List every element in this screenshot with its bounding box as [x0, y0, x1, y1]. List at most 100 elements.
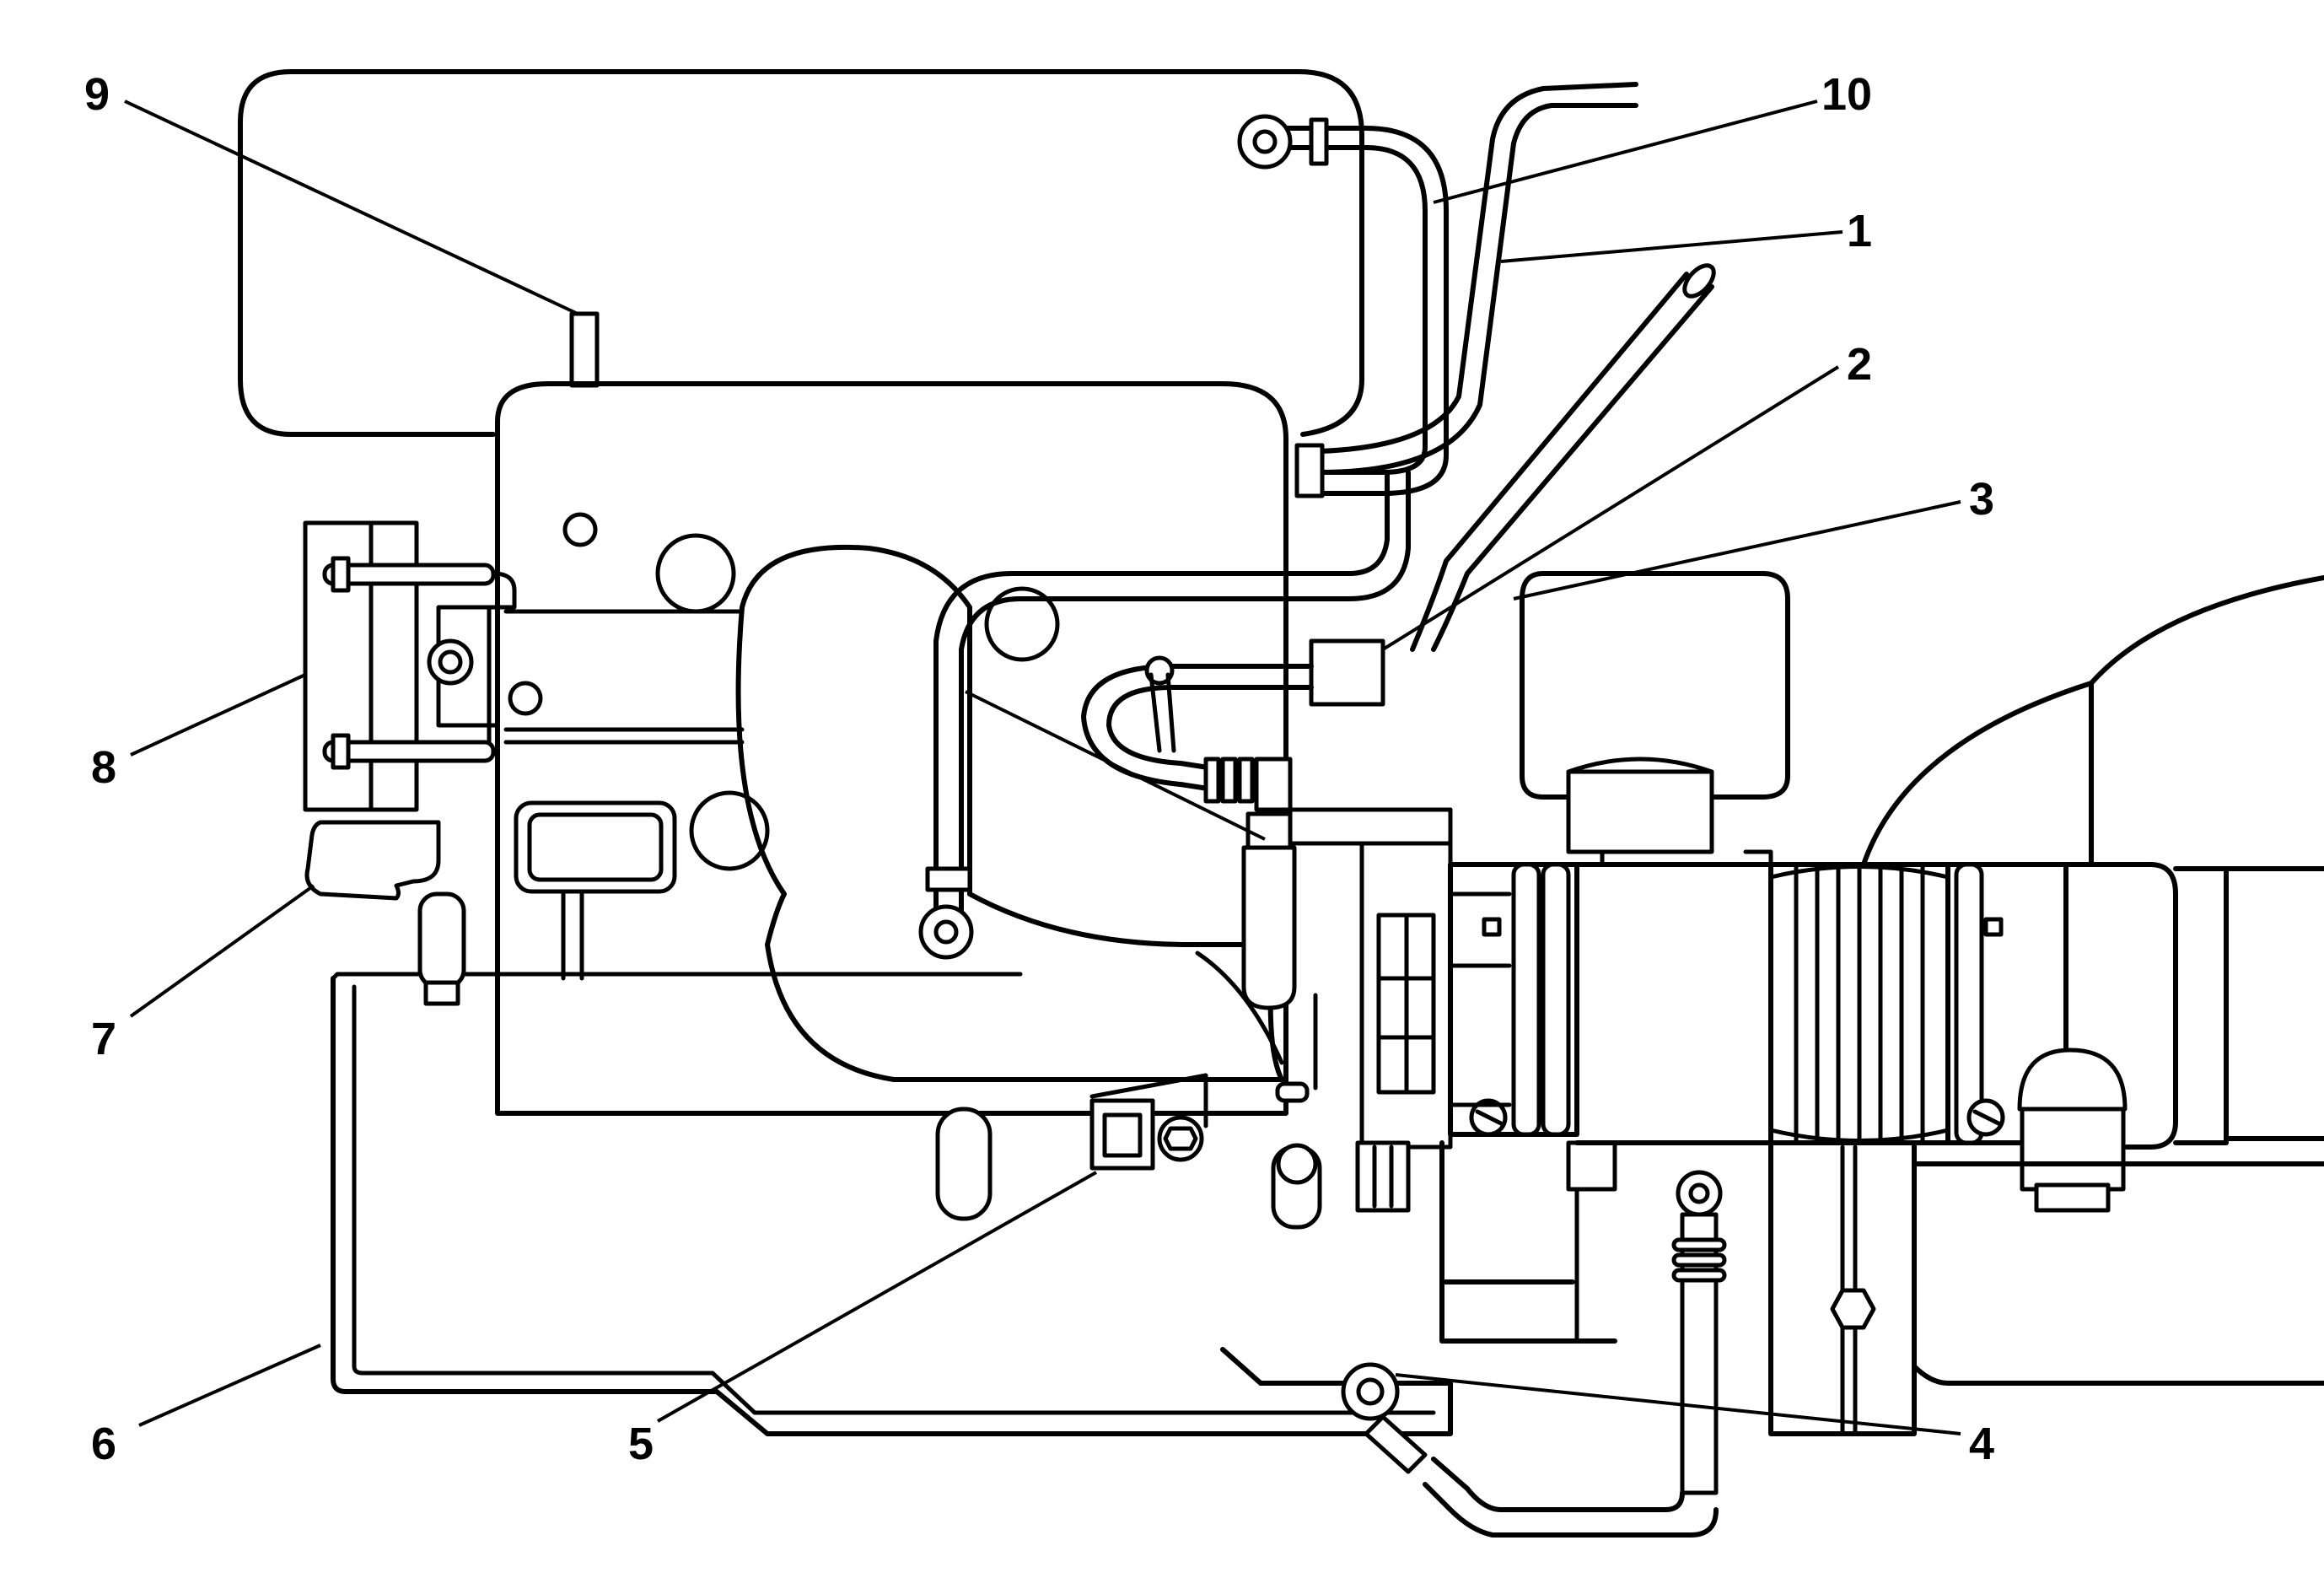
coupler-clamp	[1541, 862, 1571, 1137]
tps-connector	[1355, 1140, 1411, 1213]
hose-4-upper	[1680, 1212, 1719, 1495]
reservoir-outline	[238, 69, 1364, 437]
maf-sensor	[2017, 1048, 2128, 1112]
fitting-4-upper-center	[1688, 1182, 1710, 1204]
air-cleaner	[2224, 866, 2324, 1141]
hose-1-inner	[1317, 103, 1638, 475]
pcv-hose	[933, 470, 1390, 939]
bellows-clamp	[1945, 862, 2068, 1145]
throttle-body-cap	[1288, 807, 1453, 846]
hose-collar	[1309, 117, 1329, 166]
vent-tube	[569, 311, 600, 388]
duct-outlet	[2063, 862, 2178, 1150]
hose-4-lower-inner	[1423, 1482, 1719, 1538]
bracket-stud	[331, 556, 351, 593]
resonator-neck	[1566, 769, 1714, 854]
coupler-tab	[1482, 917, 1502, 937]
manifold-edge	[331, 972, 1023, 981]
bracket-stud	[331, 733, 351, 770]
hose-fitting	[1237, 114, 1293, 170]
hose-fitting-bolt	[1252, 129, 1278, 154]
air-cleaner-housing	[1861, 681, 2094, 867]
plenum-hole	[655, 533, 736, 614]
pcv-hose-inner	[959, 470, 1411, 939]
fitting-4-lower	[1341, 1362, 1400, 1421]
hose-elbow	[1254, 757, 1293, 812]
plenum-hole	[562, 512, 598, 547]
sensor-5-inner	[1102, 1112, 1143, 1158]
clamp-tab	[1983, 917, 2004, 937]
callout-6: 6	[91, 1419, 116, 1469]
plenum-hole	[689, 790, 770, 871]
bolt-shaft	[1165, 672, 1176, 753]
callout-7: 7	[91, 1014, 116, 1064]
resonator-box	[1520, 571, 1790, 800]
hose-2	[1431, 284, 1714, 652]
frame-hex-bolt	[1830, 1288, 1876, 1330]
iac-nipple	[1245, 811, 1293, 850]
drain-plug	[935, 1107, 993, 1221]
air-cleaner-housing-outer	[2089, 575, 2324, 686]
bolt-shaft	[1149, 672, 1162, 753]
air-duct-joint	[1574, 849, 1773, 867]
plenum-port-inner	[527, 812, 664, 882]
coupler-clamp	[1511, 862, 1541, 1137]
resonator-neck-curve	[1566, 757, 1714, 774]
clamp-screw-slot	[1972, 1109, 2001, 1126]
right-frame	[1912, 1161, 2324, 1386]
hose-2-end	[1682, 263, 1716, 299]
intake-plenum-body	[495, 381, 1288, 1116]
lower-bracket	[1439, 1140, 1617, 1344]
bellows-clamp-band	[1954, 862, 1984, 1145]
hose-2-inner	[1410, 272, 1689, 652]
pcv-hose-clamp	[925, 866, 972, 892]
bracket-strap	[487, 571, 517, 745]
clamp-screw-slot	[1475, 1109, 1504, 1126]
fitting-4-collar	[1364, 1414, 1428, 1474]
sensor-5-bolt-hex	[1163, 1126, 1198, 1151]
hose-4-ribs	[1671, 1237, 1727, 1283]
callout-3: 3	[1969, 474, 1994, 525]
maf-sensor-base	[2020, 1107, 2126, 1192]
sensor-5-bracket	[1089, 1073, 1208, 1128]
callout-10: 10	[1821, 69, 1872, 120]
throttle-stop	[1275, 1081, 1310, 1103]
hose-collar	[1220, 757, 1238, 804]
fitting-4-lower-center	[1356, 1377, 1385, 1406]
elbow-duct	[735, 544, 1284, 1082]
callout-2: 2	[1847, 339, 1872, 390]
hose-4-lower	[1431, 1457, 1685, 1512]
fitting-4-upper	[1676, 1170, 1723, 1217]
foot-post	[417, 891, 466, 989]
callout-9: 9	[84, 69, 110, 120]
callout-8: 8	[91, 742, 116, 793]
hose-collar	[1237, 757, 1255, 804]
callout-1: 1	[1847, 206, 1872, 256]
hose-1-clamp	[1294, 443, 1325, 498]
foot-post-base	[423, 980, 460, 1006]
plenum-hole	[984, 586, 1060, 662]
plenum-port	[514, 800, 677, 894]
bolt-boss-nut	[1276, 1143, 1318, 1185]
sensor-5	[1089, 1098, 1155, 1171]
air-duct-tube	[1574, 862, 1773, 1145]
pcv-hose-fitting	[918, 904, 974, 960]
hose-10-inner	[1279, 126, 1449, 496]
maf-sensor-plug	[2034, 1182, 2111, 1213]
plenum-hole	[508, 681, 543, 716]
hose-collar	[1203, 757, 1221, 804]
connector-3-hose-inner	[1106, 685, 1314, 774]
lower-manifold-inner	[352, 984, 1436, 1415]
callout-5: 5	[628, 1419, 654, 1469]
foot-7	[304, 820, 441, 901]
hose-10	[1279, 145, 1428, 475]
hose-1	[1317, 82, 1638, 454]
lower-manifold	[331, 976, 1453, 1436]
callout-4: 4	[1969, 1419, 1994, 1469]
bracket-nut-center	[438, 649, 463, 675]
connector-3	[1309, 638, 1385, 707]
duct-flare	[2173, 866, 2229, 1145]
bracket-bolt	[322, 740, 496, 763]
